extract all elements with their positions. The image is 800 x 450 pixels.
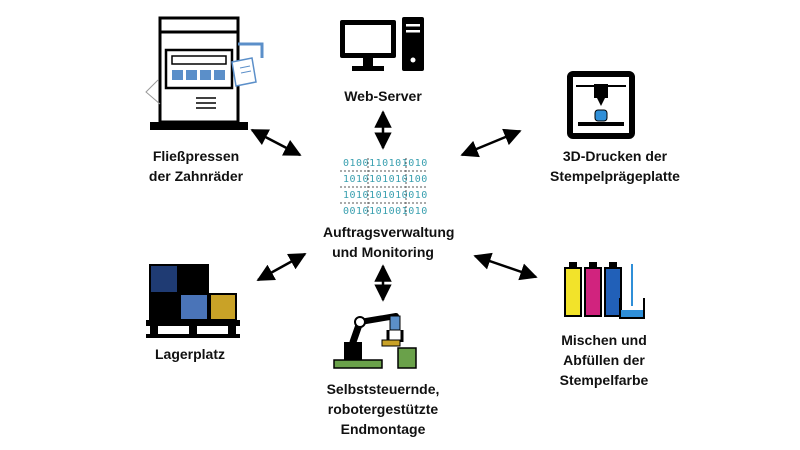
binary-row: 1010101010010: [343, 190, 428, 201]
binary-row: 0100110101010: [343, 158, 428, 169]
arrow-center-lager: [256, 252, 307, 282]
storage-crates-icon: [146, 264, 240, 338]
lager-label: Lagerplatz: [130, 344, 250, 364]
binary-data-icon: 0100110101010 1010101010100 101010101001…: [340, 158, 428, 217]
arrow-center-3ddruck: [460, 128, 522, 158]
connection-arrows: [250, 110, 538, 302]
mischen-label-line: Mischen und: [561, 332, 647, 348]
3d-printer-icon: [567, 71, 635, 139]
center-label-line: Auftragsverwaltung: [323, 224, 455, 240]
webserver-label: Web-Server: [323, 86, 443, 106]
druck3d-label-line: Stempelprägeplatte: [550, 168, 680, 184]
fliesspressen-label-line: der Zahnräder: [148, 168, 244, 184]
webserver-label-line: Web-Server: [344, 88, 422, 104]
fliesspressen-label: Fließpressen der Zahnräder: [136, 146, 256, 186]
binary-row: 0010101001010: [343, 206, 428, 217]
center-label: Auftragsverwaltung und Monitoring: [323, 222, 455, 262]
lager-label-line: Lagerplatz: [154, 346, 225, 362]
mischen-label: Mischen und Abfüllen der Stempelfarbe: [544, 330, 664, 390]
mischen-label-line: Stempelfarbe: [559, 372, 649, 388]
ink-dispensing-icon: [564, 262, 645, 319]
binary-row: 1010101010100: [343, 174, 428, 185]
arrow-center-mischen: [473, 252, 538, 281]
montage-label-line: Selbststeuernde,: [326, 381, 440, 397]
montage-label-line: robotergestützte: [327, 401, 439, 417]
druck3d-label: 3D-Drucken der Stempelprägeplatte: [540, 146, 690, 186]
mischen-label-line: Abfüllen der: [563, 352, 645, 368]
computer-server-icon: [340, 17, 424, 71]
fliesspressen-label-line: Fließpressen: [152, 148, 240, 164]
center-label-line: und Monitoring: [332, 244, 434, 260]
druck3d-label-line: 3D-Drucken der: [562, 148, 668, 164]
robot-arm-icon: [333, 313, 417, 369]
extrusion-press-icon: [145, 16, 264, 130]
montage-label: Selbststeuernde, robotergestützte Endmon…: [303, 379, 463, 439]
montage-label-line: Endmontage: [340, 421, 426, 437]
arrow-center-fliesspressen: [250, 128, 302, 157]
